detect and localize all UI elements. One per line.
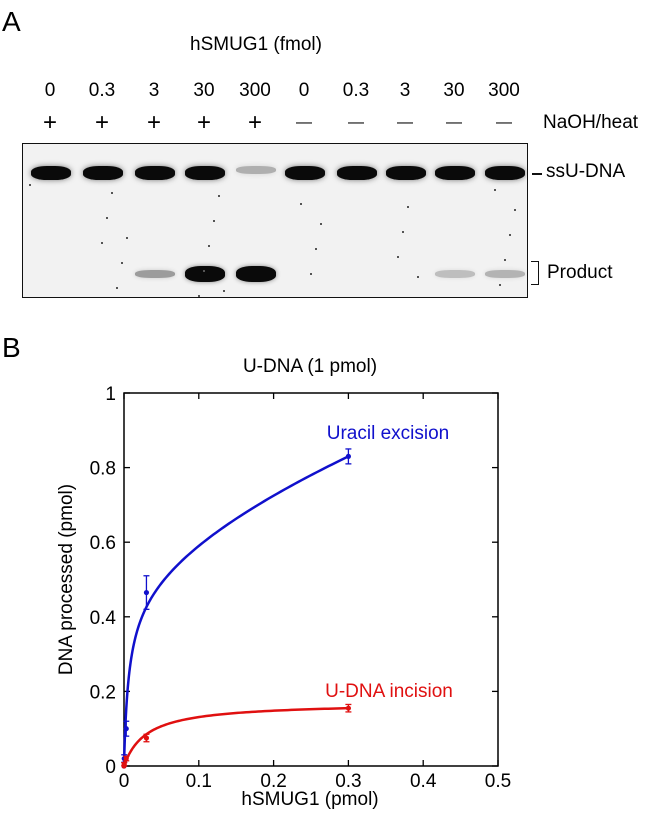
gel-speckle — [310, 273, 312, 275]
lane-label: 30 — [193, 80, 215, 101]
data-point — [121, 761, 127, 767]
x-tick-label: 0.4 — [410, 771, 437, 792]
x-tick-label: 0.1 — [186, 771, 212, 792]
substrate-marker — [532, 173, 542, 175]
gel-speckle — [223, 290, 225, 292]
gel-speckle — [514, 209, 516, 211]
product-bracket — [531, 261, 539, 285]
gel-speckle — [116, 287, 118, 289]
panel-b-label: B — [2, 332, 21, 363]
treatment-sign: + — [196, 109, 211, 136]
data-point — [345, 453, 351, 460]
data-point — [123, 726, 129, 732]
substrate-band — [285, 166, 325, 180]
treatment-sign: + — [42, 109, 57, 136]
gel-speckle — [320, 223, 322, 225]
treatment-sign: + — [146, 109, 161, 136]
substrate-band — [435, 166, 475, 180]
substrate-band — [485, 166, 525, 180]
gel-speckle — [126, 237, 128, 239]
gel-speckle — [29, 184, 31, 186]
substrate-band — [31, 166, 71, 180]
gel-speckle — [397, 256, 399, 258]
lane-label: 3 — [148, 80, 160, 101]
data-point — [143, 589, 150, 596]
gel-speckle — [101, 242, 103, 244]
treatment-sign: + — [94, 109, 109, 136]
product-band — [185, 266, 225, 282]
lane-label: 0.3 — [88, 80, 116, 101]
treatment-sign: — — [348, 114, 364, 131]
y-tick-label: 0.6 — [90, 533, 116, 554]
product-band — [485, 270, 525, 278]
substrate-band — [135, 166, 175, 180]
gel-speckle — [417, 276, 419, 278]
x-axis-label: hSMUG1 (pmol) — [241, 789, 378, 810]
treatment-sign: + — [247, 109, 262, 136]
x-tick-label: 0.5 — [485, 771, 511, 792]
gel-image — [22, 143, 528, 298]
y-tick-label: 1 — [105, 384, 116, 405]
gel-speckle — [198, 295, 200, 297]
substrate-band — [185, 166, 225, 180]
gel-speckle — [121, 262, 123, 264]
gel-speckle — [499, 284, 501, 286]
series-curve — [122, 706, 349, 767]
y-tick-label: 0.4 — [90, 608, 117, 629]
lane-label: 30 — [443, 80, 465, 101]
substrate-band — [386, 166, 426, 180]
gel-speckle — [494, 189, 496, 191]
y-tick-label: 0 — [105, 757, 116, 778]
substrate-band-label: ssU-DNA — [546, 161, 626, 182]
product-band — [435, 270, 475, 278]
substrate-band — [337, 166, 377, 180]
substrate-band — [83, 166, 123, 180]
gel-speckle — [203, 270, 205, 272]
x-tick-label: 0 — [119, 771, 130, 792]
gel-speckle — [315, 248, 317, 250]
lane-label: 0 — [298, 80, 310, 101]
x-tick-label: 0.2 — [260, 771, 286, 792]
lane-label: 3 — [399, 80, 411, 101]
treatment-sign: — — [446, 114, 462, 131]
treatment-label: NaOH/heat — [543, 112, 639, 133]
gel-speckle — [208, 245, 210, 247]
x-tick-label: 0.3 — [335, 771, 361, 792]
gel-speckle — [407, 206, 409, 208]
lane-label: 0 — [44, 80, 56, 101]
series-curve — [122, 455, 349, 767]
gel-title: hSMUG1 (fmol) — [190, 34, 322, 55]
y-axis-label: DNA processed (pmol) — [56, 484, 77, 675]
gel-speckle — [300, 203, 302, 205]
gel-speckle — [504, 259, 506, 261]
product-band — [135, 270, 175, 278]
series-label: Uracil excision — [327, 423, 449, 444]
gel-speckle — [402, 231, 404, 233]
gel-speckle — [509, 234, 511, 236]
gel-speckle — [106, 217, 108, 219]
y-tick-label: 0.8 — [90, 459, 116, 480]
product-band-label: Product — [547, 262, 613, 283]
substrate-band — [236, 166, 276, 174]
data-point — [143, 735, 150, 741]
plot-frame — [123, 392, 499, 767]
chart-title: U-DNA (1 pmol) — [243, 356, 377, 377]
treatment-sign: — — [296, 114, 312, 131]
series-label: U-DNA incision — [325, 681, 453, 702]
lane-label: 0.3 — [342, 80, 370, 101]
data-point — [345, 705, 351, 711]
lane-label: 300 — [488, 80, 520, 101]
treatment-sign: — — [397, 114, 413, 131]
treatment-sign: — — [496, 114, 512, 131]
gel-speckle — [218, 195, 220, 197]
panel-a-label: A — [2, 6, 21, 37]
lane-label: 300 — [239, 80, 271, 101]
data-point — [123, 755, 129, 762]
gel-speckle — [111, 192, 113, 194]
y-tick-label: 0.2 — [90, 682, 116, 703]
gel-speckle — [213, 220, 215, 222]
product-band — [236, 266, 276, 282]
